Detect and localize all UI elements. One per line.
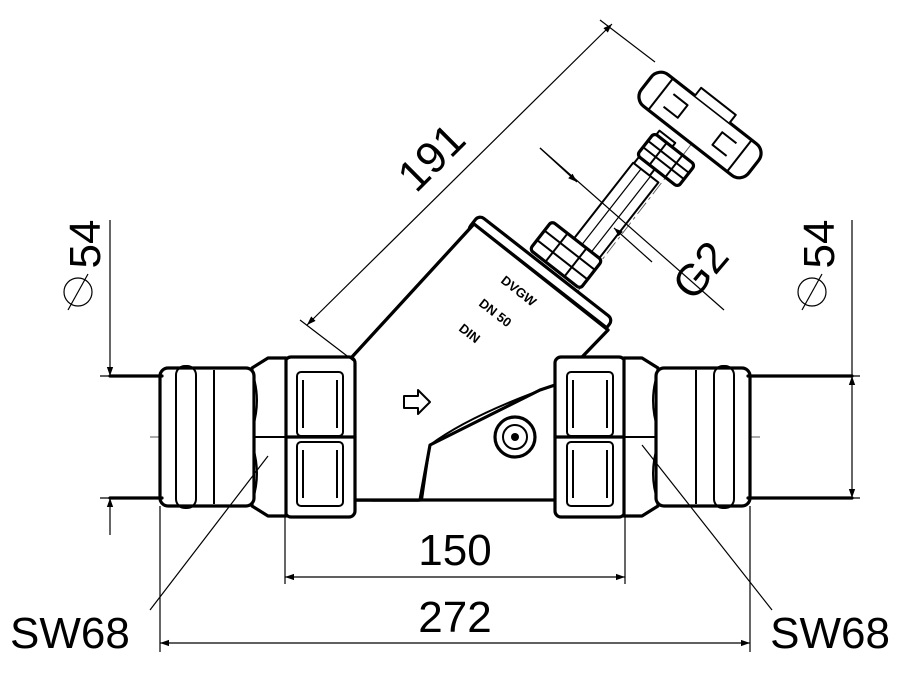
union-nut-right xyxy=(553,355,627,519)
diameter-symbol-icon xyxy=(63,277,93,307)
wrench-size-left-label: SW68 xyxy=(10,609,130,658)
press-fitting-right xyxy=(654,365,752,509)
dimension-pipe-diameter-left: 54 xyxy=(61,220,110,269)
press-fitting-left xyxy=(158,365,256,509)
handwheel-assembly xyxy=(529,70,763,289)
wrench-size-left: SW68 xyxy=(10,455,269,658)
dimension-pipe-diameter-right: 54 xyxy=(795,220,844,269)
hex-nut-left xyxy=(250,356,288,518)
dimension-diagonal-height: 191 xyxy=(388,114,475,201)
dimension-body-length: 150 xyxy=(418,526,491,575)
union-nut-left xyxy=(283,355,357,519)
flow-arrow-icon xyxy=(403,389,431,415)
dimension-thread: G2 xyxy=(663,232,738,308)
diameter-symbol-icon xyxy=(797,277,827,307)
dimension-overall-length: 272 xyxy=(418,593,491,642)
hex-nut-right xyxy=(622,356,660,518)
dimension-150: 150 xyxy=(284,517,626,584)
handwheel xyxy=(637,70,763,180)
dimension-54-left: 54 xyxy=(61,220,160,535)
dimension-272: 272 xyxy=(159,506,751,652)
measuring-port xyxy=(493,415,537,459)
dimension-54-right: 54 xyxy=(750,220,860,499)
wrench-size-right-label: SW68 xyxy=(770,609,890,658)
wrench-size-right: SW68 xyxy=(641,444,890,658)
